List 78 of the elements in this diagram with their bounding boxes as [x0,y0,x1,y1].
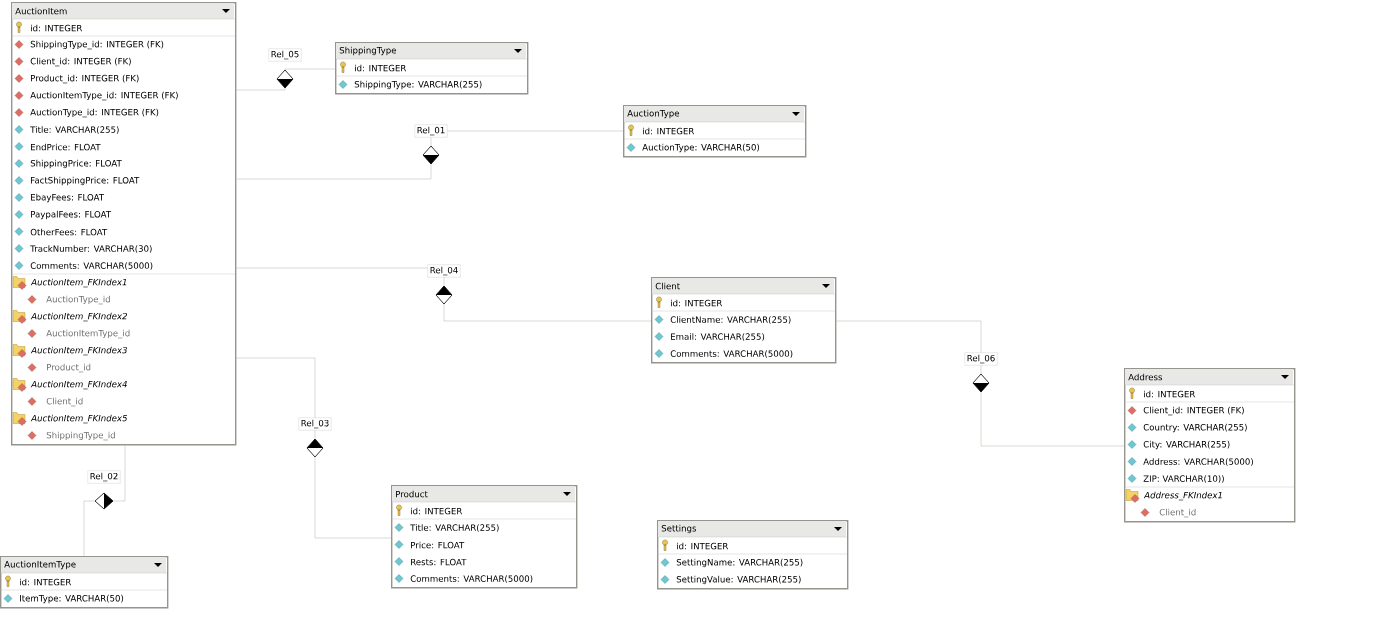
edge-label: Rel_04 [427,264,461,278]
table-header: Address [1125,369,1293,385]
column-name: SettingValue: VARCHAR(255) [676,575,801,585]
table-header: AuctionItemType [1,557,166,573]
column-name: Product_id: INTEGER (FK) [31,74,139,84]
column-name: Client_id [46,397,83,407]
table-header: Settings [658,521,846,537]
column-name: FactShippingPrice: FLOAT [31,176,140,186]
edge-label: Rel_05 [268,48,302,62]
column-name: AuctionItem_FKIndex4 [30,380,127,390]
table-header: ShippingType [336,43,526,59]
column-name: Price: FLOAT [411,541,465,549]
column-name: EndPrice: FLOAT [31,143,101,151]
column-name: id: INTEGER [411,507,463,515]
entity-table [656,520,849,590]
entity-table [0,556,169,609]
table-header: AuctionItem [12,3,234,19]
column-name: Client_id: INTEGER (FK) [30,57,131,67]
entity-table [650,277,837,364]
column-name: Title: VARCHAR(255) [30,126,119,134]
column-name: AuctionItem_FKIndex5 [30,414,128,424]
column-name: Address_FKIndex1 [1143,491,1222,501]
column-name: ItemType: VARCHAR(50) [20,594,124,604]
column-name: Client_id [1159,508,1196,518]
column-name: id: INTEGER [31,24,83,32]
relationship-line [236,267,652,322]
entity-table [390,485,578,589]
entity-table [10,2,237,446]
column-name: id: INTEGER [677,542,729,550]
column-name: Comments: VARCHAR(5000) [670,350,793,358]
column-name: Address: VARCHAR(5000) [1143,458,1253,466]
table-header: Client [652,278,834,294]
column-name: Email: VARCHAR(255) [671,333,765,341]
column-name: id: INTEGER [671,299,723,307]
column-name: AuctionType_id [46,295,110,305]
column-name: Rests: FLOAT [411,558,467,566]
column-name: AuctionItemType_id [46,329,130,339]
edge-label: Rel_01 [414,124,448,138]
column-name: id: INTEGER [643,127,695,135]
column-name: AuctionItem_FKIndex3 [30,346,127,356]
entity-table [334,42,529,95]
column-name: id: INTEGER [1144,390,1196,398]
column-name: OtherFees: FLOAT [30,228,108,236]
edge-label: Rel_02 [87,470,121,484]
column-name: AuctionItemType_id: INTEGER (FK) [30,91,178,101]
table-header: Product [392,486,575,502]
column-name: id: INTEGER [355,64,407,72]
entity-table [1123,368,1296,523]
relationship-line [236,357,392,539]
column-name: TrackNumber: VARCHAR(30) [30,245,152,253]
edge-label: Rel_03 [298,417,332,431]
column-name: ShippingType: VARCHAR(255) [354,80,482,90]
column-name: AuctionItem_FKIndex2 [30,312,127,322]
edge-label: Rel_06 [964,352,998,366]
column-name: AuctionItem_FKIndex1 [30,278,127,288]
column-name: ShippingType_id [46,431,115,441]
column-name: City: VARCHAR(255) [1143,440,1230,450]
column-name: PaypalFees: FLOAT [31,210,112,220]
relationship-line [836,320,1125,447]
table-header: AuctionType [624,106,804,122]
column-name: SettingName: VARCHAR(255) [676,558,803,568]
column-name: AuctionType: VARCHAR(50) [642,143,760,153]
column-name: Comments: VARCHAR(5000) [410,575,533,583]
column-name: Title: VARCHAR(255) [410,524,499,532]
column-name: ShippingPrice: FLOAT [30,159,122,169]
entity-table [622,105,807,158]
column-name: Client_id: INTEGER (FK) [1143,406,1244,416]
column-name: Country: VARCHAR(255) [1143,423,1247,433]
column-name: Comments: VARCHAR(5000) [30,262,153,270]
column-name: ShippingType_id: INTEGER (FK) [30,40,164,50]
column-name: AuctionType_id: INTEGER (FK) [30,108,159,118]
column-name: Product_id [47,363,91,373]
column-name: ZIP: VARCHAR(10)) [1143,475,1224,483]
column-name: ClientName: VARCHAR(255) [670,316,791,324]
column-name: id: INTEGER [20,578,72,586]
relationship-line [236,130,624,180]
relationship-line [236,68,336,91]
column-name: EbayFees: FLOAT [31,193,105,203]
